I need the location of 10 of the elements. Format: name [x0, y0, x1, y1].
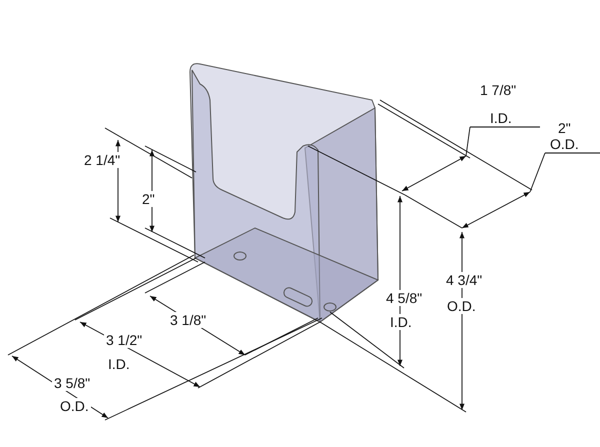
dimension-label: 2" [140, 191, 157, 207]
dimension-label: 1 7/8" [478, 82, 518, 98]
dimension-label: 4 3/4" [444, 272, 484, 288]
dimension-label: O.D. [58, 398, 91, 414]
dimension-label: 4 5/8" [384, 290, 424, 306]
dimension-label: 3 1/2" [104, 332, 144, 348]
dimension-label: 2 1/4" [82, 152, 122, 168]
dimension-label: 3 1/8" [168, 312, 208, 328]
dimension-label: 2" [556, 120, 573, 136]
dimension-label: 3 5/8" [52, 375, 92, 391]
